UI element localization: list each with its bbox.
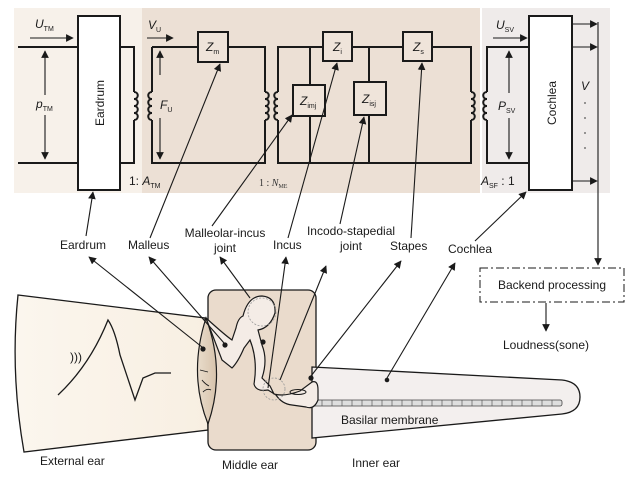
- eardrum-shape: [196, 316, 218, 426]
- impedance-zs: [402, 31, 433, 62]
- impedance-zm: [197, 31, 229, 63]
- eardrum-label: Eardrum: [60, 238, 106, 252]
- cochlea-velocity-label: USV: [496, 18, 514, 34]
- middle-ear-force-label: FU: [160, 98, 172, 114]
- eardrum-pressure-label: pTM: [35, 97, 53, 113]
- malleolar-incus-joint-label-line2: joint: [213, 241, 237, 255]
- sound-waveform: [57, 318, 171, 402]
- impedance-zisj: [353, 81, 387, 116]
- cochlea-block: [528, 15, 573, 191]
- inner-ear-label: Inner ear: [352, 456, 400, 470]
- middle-ear-circuit: [147, 34, 476, 164]
- incodo-stapedial-joint-label-line2: joint: [339, 239, 363, 253]
- eardrum-point: [200, 346, 206, 352]
- basilar-membrane: [311, 399, 563, 407]
- impedance-zimj: [292, 84, 326, 117]
- basilar-membrane-label: Basilar membrane: [341, 413, 439, 427]
- eardrum-ratio-label: 1: ATM: [129, 174, 161, 190]
- middle-ear-label: Middle ear: [222, 458, 278, 472]
- eardrum-circuit: Eardrum: [18, 15, 139, 191]
- cochlea-point: [384, 377, 390, 383]
- middle-ear-ratio-label: 1 : NME: [259, 178, 288, 190]
- cochlea-circuit: Cochlea: [482, 15, 602, 266]
- cochlea-output-velocity-label: V: [581, 79, 590, 93]
- zisj-label: Zisj: [361, 92, 376, 108]
- label-arrows-down: [88, 256, 456, 389]
- impedance-zi: [322, 31, 353, 62]
- malleus-point: [222, 342, 228, 348]
- loudness-label: Loudness(sone): [503, 338, 589, 352]
- zi-label: Zi: [332, 40, 342, 56]
- external-ear-shape: [14, 294, 209, 453]
- zs-label: Zs: [412, 40, 424, 56]
- sound-icon: ))): [70, 350, 82, 364]
- basilar-membrane-segments: [321, 400, 553, 406]
- backend-processing-label: Backend processing: [498, 278, 606, 292]
- backend-processing-box: [479, 267, 625, 303]
- incus-point: [260, 339, 266, 345]
- zm-label: Zm: [205, 40, 219, 56]
- malleolar-incus-joint-label-line1: Malleolar-incus: [185, 226, 266, 240]
- external-ear-label: External ear: [40, 454, 105, 468]
- malleolar-incus-joint-marker: [247, 297, 277, 327]
- malleus-label: Malleus: [128, 238, 169, 252]
- middle-ear-velocity-label: VU: [148, 18, 161, 34]
- eardrum-velocity-label: UTM: [35, 17, 54, 33]
- cochlea-pressure-label: PSV: [498, 99, 516, 115]
- stapes-label: Stapes: [390, 239, 427, 253]
- zimj-label: Zimj: [299, 94, 317, 110]
- eardrum-block-label: Eardrum: [93, 80, 107, 126]
- incus-label: Incus: [273, 238, 302, 252]
- cochlea-block-label: Cochlea: [545, 81, 559, 125]
- stapes-point: [308, 375, 314, 381]
- incodo-stapedial-joint-label-line1: Incodo-stapedial: [307, 224, 395, 238]
- cochlea-ratio-label: ASF : 1: [480, 174, 515, 190]
- label-arrows-up: [85, 62, 527, 242]
- stapes-footplate: [289, 389, 307, 395]
- incodo-stapedial-joint-marker: [262, 377, 286, 401]
- cochlea-label: Cochlea: [448, 242, 492, 256]
- eardrum-block: [77, 15, 121, 191]
- ossicles-shape: [205, 295, 319, 409]
